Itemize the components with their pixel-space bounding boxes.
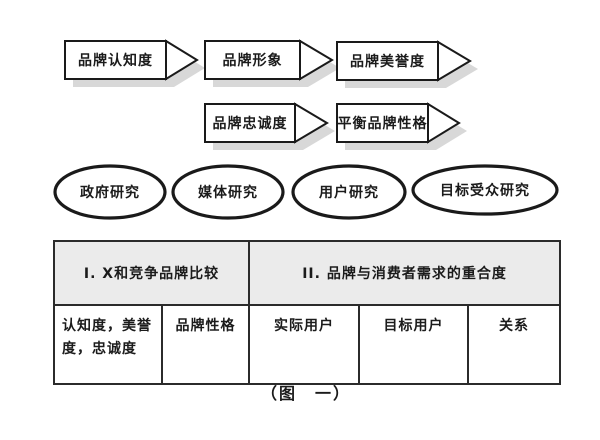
table-cell-target-users: 目标用户: [358, 304, 470, 385]
ellipse-label-government-research: 政府研究: [80, 185, 140, 201]
table-cell-awareness-reputation-loyalty: 认知度，美誉度，忠诚度: [53, 304, 163, 385]
table-header-cell-comparison: I. X和竞争品牌比较: [52, 240, 251, 306]
arrow-rect-brand-loyalty: [204, 103, 296, 143]
arrow-rect-brand-awareness: [64, 40, 167, 80]
ellipse-label-target-audience-research: 目标受众研究: [440, 183, 530, 199]
arrow-shapes: [64, 39, 472, 144]
arrow-label-brand-reputation: 品牌美誉度: [350, 54, 425, 70]
arrow-tip-brand-image: [299, 39, 334, 81]
arrow-label-brand-image: 品牌形象: [222, 53, 283, 69]
ellipse-label-user-research: 用户研究: [319, 185, 379, 201]
figure-caption: （图 一）: [260, 384, 351, 403]
ellipse-media-research: [171, 164, 285, 220]
table-header-row: I. X和竞争品牌比较 II. 品牌与消费者需求的重合度: [52, 240, 562, 306]
ellipse-target-audience-research: [411, 164, 559, 216]
research-table: I. X和竞争品牌比较 II. 品牌与消费者需求的重合度 认知度，美誉度，忠诚度…: [52, 240, 562, 385]
ellipse-label-media-research: 媒体研究: [198, 185, 258, 201]
arrow-label-brand-loyalty: 品牌忠诚度: [212, 116, 288, 132]
table-cell-relationship: 关系: [467, 304, 562, 385]
table-cell-brand-personality: 品牌性格: [160, 304, 251, 385]
arrow-label-balanced-brand-personality: 平衡品牌性格: [337, 116, 428, 132]
table-body-row: 认知度，美誉度，忠诚度 品牌性格 实际用户 目标用户 关系: [53, 304, 562, 385]
arrow-tip-brand-loyalty: [294, 102, 329, 144]
ellipse-shapes: [53, 164, 559, 220]
ellipse-government-research: [53, 164, 167, 220]
arrow-tip-balanced-brand-personality: [427, 102, 461, 144]
table-header-cell-overlap: II. 品牌与消费者需求的重合度: [248, 240, 562, 306]
table-cell-actual-users: 实际用户: [248, 304, 361, 385]
arrow-label-brand-awareness: 品牌认知度: [78, 53, 153, 69]
arrow-tip-brand-awareness: [165, 39, 199, 81]
ellipse-user-research: [291, 164, 407, 220]
arrow-rect-balanced-brand-personality: [336, 103, 429, 143]
arrow-tip-brand-reputation: [437, 40, 472, 82]
